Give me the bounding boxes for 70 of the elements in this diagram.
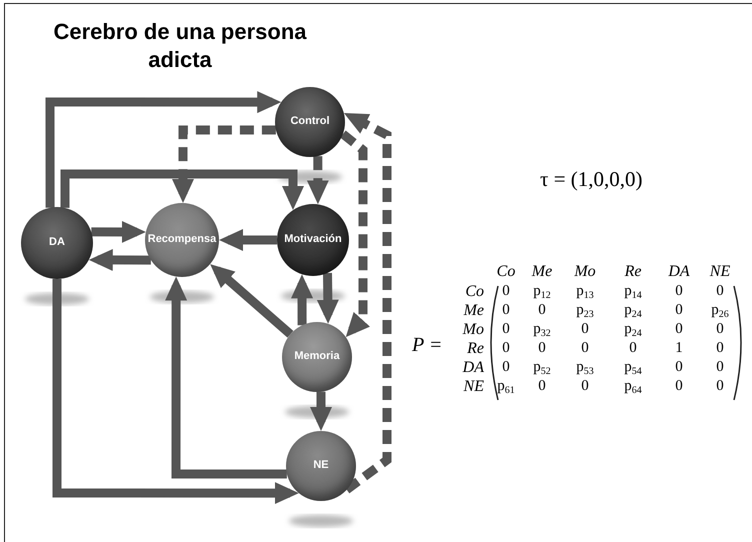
node-label: Control xyxy=(290,115,330,129)
matrix-entry: p$_{54}$ xyxy=(624,358,642,377)
matrix-entry: p$_{61}$ xyxy=(497,377,515,396)
row-header: Me xyxy=(464,301,484,320)
matrix-entry: p$_{14}$ xyxy=(624,282,642,301)
node-label: Memoria xyxy=(294,350,340,364)
matrix-entry: 0 xyxy=(716,339,724,358)
arrow xyxy=(306,156,329,204)
matrix-entry: 0 xyxy=(581,339,589,358)
matrix-entry: p$_{13}$ xyxy=(576,282,594,301)
matrix-entry: p$_{23}$ xyxy=(576,301,594,320)
node-label: NE xyxy=(313,459,329,473)
matrix-entry: 0 xyxy=(538,301,546,320)
matrix-entry: 0 xyxy=(629,339,637,358)
matrix-entry: 0 xyxy=(675,320,683,339)
row-header: Re xyxy=(467,339,484,358)
matrix-entry: p$_{53}$ xyxy=(576,358,594,377)
matrix-entry: 0 xyxy=(502,320,510,339)
matrix-entry: 0 xyxy=(675,358,683,377)
matrix-entry: 0 xyxy=(675,377,683,396)
column-header: Mo xyxy=(574,262,596,282)
matrix-entry: p$_{26}$ xyxy=(711,301,729,320)
row-header: Co xyxy=(465,282,484,301)
node-label: Recompensa xyxy=(148,233,216,247)
row-header: DA xyxy=(462,358,484,377)
column-header: DA xyxy=(668,262,690,282)
matrix-entry: 0 xyxy=(538,377,546,396)
arrow xyxy=(291,274,314,326)
matrix-entry: 0 xyxy=(716,358,724,377)
column-header: Co xyxy=(496,262,516,282)
arrow xyxy=(340,130,370,338)
arrow xyxy=(172,126,276,203)
row-header: Mo xyxy=(462,320,484,339)
arrow xyxy=(91,220,146,243)
arrow xyxy=(88,248,151,271)
matrix-entry: 0 xyxy=(675,301,683,320)
arrow xyxy=(46,91,282,208)
matrix-entry: p$_{32}$ xyxy=(533,320,551,339)
arrow xyxy=(219,229,277,251)
matrix-entry: 1 xyxy=(675,339,683,358)
matrix-entry: 0 xyxy=(502,301,510,320)
title: Cerebro de una persona adicta xyxy=(52,18,308,74)
arrow xyxy=(60,170,304,210)
matrix-entry: 0 xyxy=(675,282,683,301)
matrix-entry: 0 xyxy=(502,282,510,301)
matrix-entry: 0 xyxy=(716,282,724,301)
matrix-entry: p$_{24}$ xyxy=(624,320,642,339)
matrix-entry: 0 xyxy=(502,339,510,358)
matrix-entry: 0 xyxy=(581,377,589,396)
node-label: Motivación xyxy=(284,233,342,247)
matrix-entry: 0 xyxy=(502,358,510,377)
node-label: DA xyxy=(49,236,65,250)
vector-equation: τ = (1,0,0,0) xyxy=(540,166,643,193)
matrix-entry: p$_{12}$ xyxy=(533,282,551,301)
arrow xyxy=(165,276,287,478)
arrow xyxy=(52,279,299,504)
arrow xyxy=(310,392,332,431)
column-header: Re xyxy=(624,262,642,282)
matrix-entry: p$_{64}$ xyxy=(624,377,642,396)
column-header: NE xyxy=(710,262,730,282)
matrix-entry: 0 xyxy=(538,339,546,358)
matrix-entry: 0 xyxy=(716,377,724,396)
row-header: NE xyxy=(464,377,484,396)
column-header: Me xyxy=(532,262,552,282)
matrix-entry: 0 xyxy=(716,320,724,339)
arrow xyxy=(210,264,294,338)
matrix-entry: p$_{52}$ xyxy=(533,358,551,377)
matrix-entry: p$_{24}$ xyxy=(624,301,642,320)
matrix-entry: 0 xyxy=(581,320,589,339)
matrix-symbol: P = xyxy=(412,333,442,358)
